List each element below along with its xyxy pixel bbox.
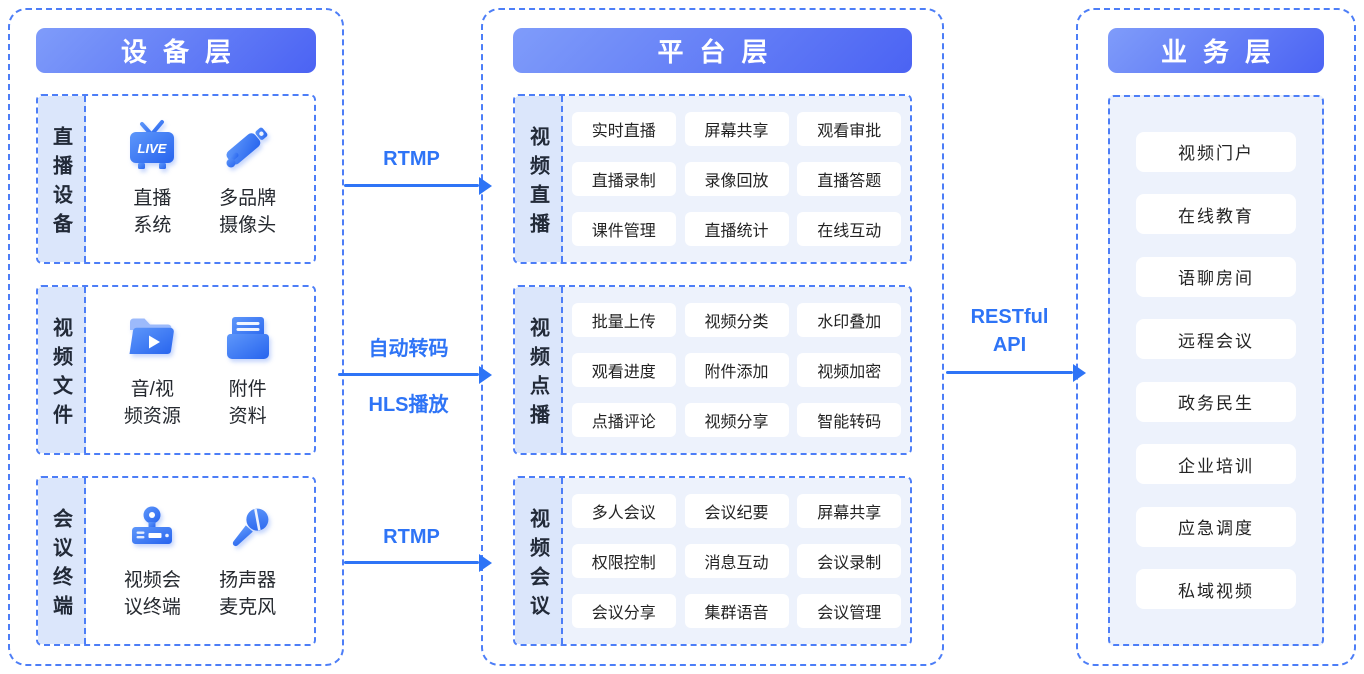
device-item-label: 视频会 议终端 [123, 569, 181, 618]
platform-layer-title: 平台层 [657, 37, 784, 67]
feature-chip: 会议录制 [797, 544, 902, 578]
device-item-attachments: 附件 资料 [219, 310, 277, 431]
section-video-on-demand: 视频点播 批量上传 视频分类 水印叠加 观看进度 附件添加 视频加密 点播评论 … [513, 285, 912, 455]
rtmp-arrow-conference-label: RTMP [383, 526, 440, 548]
feature-chip: 屏幕共享 [684, 112, 789, 146]
transcode-arrow [338, 365, 492, 384]
conference-terminal-icon [132, 506, 173, 544]
feature-chip: 直播答题 [797, 162, 902, 196]
feature-chip: 视频分类 [684, 303, 789, 337]
business-chip: 政务民生 [1136, 381, 1296, 422]
business-scenarios-box: 视频门户 在线教育 语聊房间 远程会议 政务民生 企业培训 应急调度 私域视频 [1108, 95, 1324, 646]
device-layer-header: 设备层 [36, 28, 316, 73]
feature-chip: 视频分享 [684, 403, 789, 437]
business-layer-header: 业务层 [1108, 28, 1324, 73]
feature-chip: 直播统计 [684, 212, 789, 246]
feature-chip: 附件添加 [684, 353, 789, 387]
feature-chip: 会议分享 [571, 594, 676, 628]
feature-chip: 批量上传 [571, 303, 676, 337]
feature-chip: 水印叠加 [797, 303, 902, 337]
feature-chip: 直播录制 [571, 162, 676, 196]
section-conference-terminals: 会议终端 [36, 476, 316, 646]
attachment-box-icon [226, 316, 269, 359]
business-chip: 视频门户 [1136, 131, 1296, 172]
feature-chip: 观看审批 [797, 112, 902, 146]
device-item-av-resources: 音/视 频资源 [123, 310, 181, 431]
transcode-arrow-label-top: 自动转码 [368, 338, 449, 360]
device-item-label: 扬声器 麦克风 [219, 569, 277, 618]
device-item-multi-brand-camera: 多品牌 摄像头 [219, 119, 277, 240]
section-video-files: 视频文件 音/视 频资源 [36, 285, 316, 455]
feature-chip: 屏幕共享 [797, 494, 902, 528]
business-chip: 私域视频 [1136, 569, 1296, 610]
device-item-label: 音/视 频资源 [123, 378, 181, 427]
rtmp-arrow-conference [344, 553, 492, 572]
feature-chip: 实时直播 [571, 112, 676, 146]
section-video-conference: 视频会议 多人会议 会议纪要 屏幕共享 权限控制 消息互动 会议录制 会议分享 … [513, 476, 912, 646]
folder-play-icon [129, 318, 175, 354]
rtmp-arrow-live [344, 176, 492, 195]
feature-chip: 课件管理 [571, 212, 676, 246]
feature-chip: 会议管理 [797, 594, 902, 628]
svg-text:LIVE: LIVE [138, 141, 167, 156]
transcode-arrow-label-bottom: HLS播放 [368, 394, 449, 416]
section-label-video-on-demand: 视频点播 [515, 287, 563, 453]
device-layer-panel: 设备层 直播设备 LIVE [8, 8, 344, 666]
device-item-speaker-mic: 扬声器 麦克风 [219, 501, 277, 622]
device-item-live-system: LIVE 直播 系统 [123, 119, 181, 240]
section-label-conference-terminals: 会议终端 [38, 478, 86, 644]
feature-chip: 视频加密 [797, 353, 902, 387]
device-item-label: 多品牌 摄像头 [219, 187, 277, 236]
device-item-label: 直播 系统 [133, 187, 172, 236]
restful-api-arrow [946, 363, 1086, 382]
device-item-label: 附件 资料 [228, 378, 267, 427]
business-chip: 应急调度 [1136, 506, 1296, 547]
feature-chip: 权限控制 [571, 544, 676, 578]
device-layer-title: 设备层 [120, 37, 247, 67]
feature-chip: 点播评论 [571, 403, 676, 437]
feature-chip: 多人会议 [571, 494, 676, 528]
business-chip: 企业培训 [1136, 444, 1296, 485]
business-chip: 语聊房间 [1136, 256, 1296, 297]
cctv-camera-icon [226, 127, 268, 168]
feature-chip: 会议纪要 [684, 494, 789, 528]
feature-chip: 录像回放 [684, 162, 789, 196]
restful-api-arrow-label: RESTful API [970, 306, 1049, 356]
feature-chip: 在线互动 [797, 212, 902, 246]
microphone-icon [232, 508, 269, 546]
feature-chip: 集群语音 [684, 594, 789, 628]
business-chip: 在线教育 [1136, 194, 1296, 235]
business-layer-title: 业务层 [1160, 37, 1287, 67]
section-video-live: 视频直播 实时直播 屏幕共享 观看审批 直播录制 录像回放 直播答题 课件管理 … [513, 94, 912, 264]
business-chip: 远程会议 [1136, 319, 1296, 360]
section-live-devices: 直播设备 LIVE 直播 系统 [36, 94, 316, 264]
business-layer-panel: 业务层 视频门户 在线教育 语聊房间 远程会议 政务民生 企业培训 应急调度 私… [1076, 8, 1356, 666]
feature-chip: 观看进度 [571, 353, 676, 387]
section-label-video-live: 视频直播 [515, 96, 563, 262]
platform-layer-header: 平台层 [513, 28, 912, 73]
rtmp-arrow-live-label: RTMP [383, 148, 440, 170]
section-label-video-conference: 视频会议 [515, 478, 563, 644]
device-item-conference-terminal: 视频会 议终端 [123, 501, 181, 622]
section-label-live-devices: 直播设备 [38, 96, 86, 262]
platform-layer-panel: 平台层 视频直播 实时直播 屏幕共享 观看审批 直播录制 录像回放 直播答题 课… [481, 8, 944, 666]
live-tv-icon: LIVE [130, 119, 175, 169]
feature-chip: 智能转码 [797, 403, 902, 437]
section-label-video-files: 视频文件 [38, 287, 86, 453]
feature-chip: 消息互动 [684, 544, 789, 578]
